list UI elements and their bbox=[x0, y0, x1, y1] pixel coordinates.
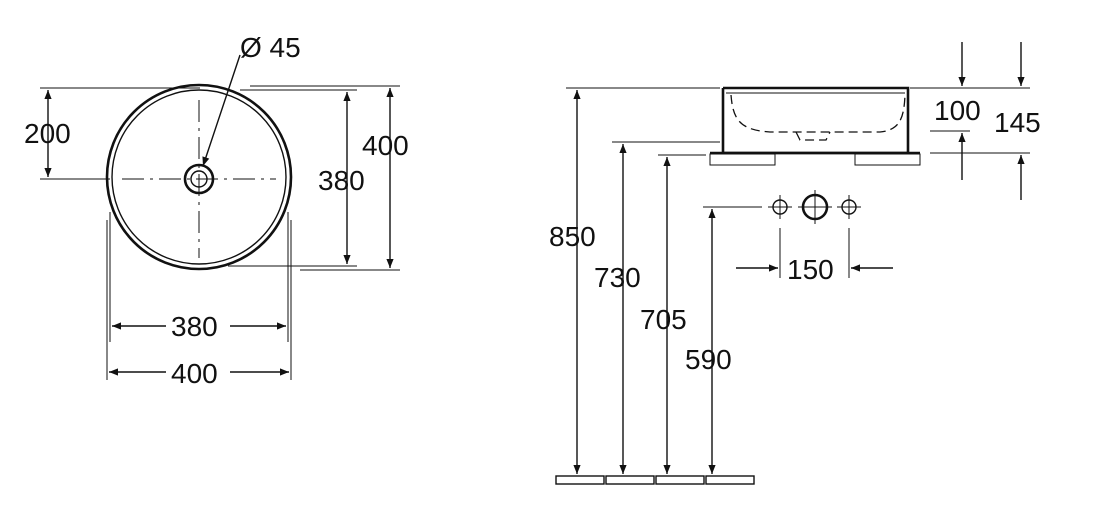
connection-left bbox=[768, 195, 792, 219]
drain-inner-profile bbox=[795, 131, 831, 141]
floor-slab-1 bbox=[555, 475, 605, 485]
drain-leader bbox=[202, 54, 241, 167]
basin-outer-rim bbox=[105, 83, 293, 271]
width-400-label: 400 bbox=[171, 358, 218, 389]
height-380-label: 380 bbox=[318, 165, 365, 196]
depth-100-label: 100 bbox=[934, 95, 981, 126]
floor-slab-3 bbox=[655, 475, 705, 485]
basin-inner-rim bbox=[111, 89, 287, 265]
connection-waste bbox=[798, 190, 832, 224]
height-400-label: 400 bbox=[362, 130, 409, 161]
basin-inner-profile bbox=[730, 94, 906, 133]
height-850-label: 850 bbox=[549, 221, 596, 252]
connection-right bbox=[837, 195, 861, 219]
height-200-label: 200 bbox=[24, 118, 71, 149]
counter-hatch-left bbox=[709, 153, 776, 166]
counter-hatch-right bbox=[854, 153, 921, 166]
width-380-label: 380 bbox=[171, 311, 218, 342]
spacing-150-label: 150 bbox=[787, 254, 834, 285]
floor-slab-4 bbox=[705, 475, 755, 485]
top-view: Ø 45 200 380 400 380 400 bbox=[24, 32, 409, 389]
side-view: 100 145 850 730 705 590 bbox=[549, 42, 1041, 485]
height-590-label: 590 bbox=[685, 344, 732, 375]
height-730-label: 730 bbox=[594, 262, 641, 293]
drain-diameter-label: Ø 45 bbox=[240, 32, 301, 63]
height-705-label: 705 bbox=[640, 304, 687, 335]
depth-145-label: 145 bbox=[994, 107, 1041, 138]
floor-slab-2 bbox=[605, 475, 655, 485]
basin-body bbox=[721, 86, 910, 155]
